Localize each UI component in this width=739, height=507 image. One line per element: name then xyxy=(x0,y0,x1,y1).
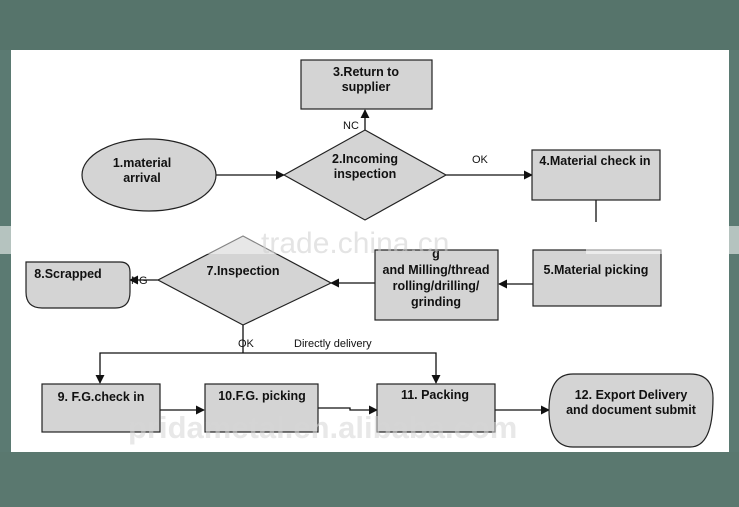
label-line: g xyxy=(432,247,440,261)
node-11-packing xyxy=(376,383,496,433)
label-n4: 4.Material check in xyxy=(539,154,650,168)
label-line: 11. Packing xyxy=(401,388,469,402)
label-line: 9. F.G.check in xyxy=(58,390,145,404)
edge-split-n9 xyxy=(95,352,243,384)
label-line: 4.Material check in xyxy=(539,154,650,168)
watermark-band-right xyxy=(586,226,739,254)
watermark-center: trade.china.cn xyxy=(261,227,449,260)
label-n10: 10.F.G. picking xyxy=(218,389,306,403)
edge-label-directly-delivery: Directly delivery xyxy=(294,338,372,350)
label-line: 2.Incoming xyxy=(332,152,398,166)
label-line: 10.F.G. picking xyxy=(218,389,306,403)
edge-label-ok-bottom: OK xyxy=(238,338,255,350)
edge-label-ok-right: OK xyxy=(472,154,489,166)
node-5-material-picking xyxy=(532,249,662,307)
label-n7: 7.Inspection xyxy=(207,264,280,278)
node-12-export-delivery xyxy=(548,373,714,448)
node-1-material-arrival xyxy=(81,138,217,212)
node-2-incoming-inspection xyxy=(282,129,448,221)
label-line: inspection xyxy=(334,167,397,181)
label-n9: 9. F.G.check in xyxy=(58,390,145,404)
label-line: 5.Material picking xyxy=(544,263,649,277)
watermark-bottom: pridametal.en.alibaba.com xyxy=(128,410,517,445)
label-n11: 11. Packing xyxy=(401,388,469,402)
label-line: grinding xyxy=(411,295,461,309)
node-9-fg-check-in xyxy=(41,383,161,433)
watermark-band-mid xyxy=(196,226,356,254)
node-10-fg-picking xyxy=(204,383,319,433)
label-line: 7.Inspection xyxy=(207,264,280,278)
label-line: 1.material xyxy=(113,156,171,170)
node-8-scrapped xyxy=(25,261,131,309)
label-line: supplier xyxy=(342,80,391,94)
edge-label-ng-left: NG xyxy=(131,275,148,287)
label-line: and document submit xyxy=(566,403,697,417)
label-line: 12. Export Delivery xyxy=(575,388,688,402)
label-n5: 5.Material picking xyxy=(544,263,649,277)
node-3-return-to-supplier xyxy=(300,59,433,110)
watermarks: trade.china.cn pridametal.en.alibaba.com xyxy=(0,226,739,445)
label-line: arrival xyxy=(123,171,161,185)
edge-n10-n11 xyxy=(318,405,378,415)
label-line: rolling/drilling/ xyxy=(393,279,480,293)
edges xyxy=(95,109,597,415)
node-6-milling xyxy=(374,249,499,321)
nodes xyxy=(25,59,714,448)
label-n8: 8.Scrapped xyxy=(34,267,101,281)
label-line: 8.Scrapped xyxy=(34,267,101,281)
label-line: and Milling/thread xyxy=(383,263,490,277)
edge-labels: NC OK NG OK Directly delivery xyxy=(131,120,489,350)
edge-split-n11 xyxy=(243,352,441,384)
node-4-material-check-in xyxy=(531,149,661,201)
label-line: 3.Return to xyxy=(333,65,399,79)
frame-top xyxy=(0,0,739,50)
node-7-inspection xyxy=(156,235,333,326)
edge-label-nc-top: NC xyxy=(343,120,359,132)
frame-bottom xyxy=(0,452,739,507)
watermark-band-left xyxy=(0,226,125,254)
label-n6: g and Milling/thread rolling/drilling/grin… xyxy=(383,247,490,309)
